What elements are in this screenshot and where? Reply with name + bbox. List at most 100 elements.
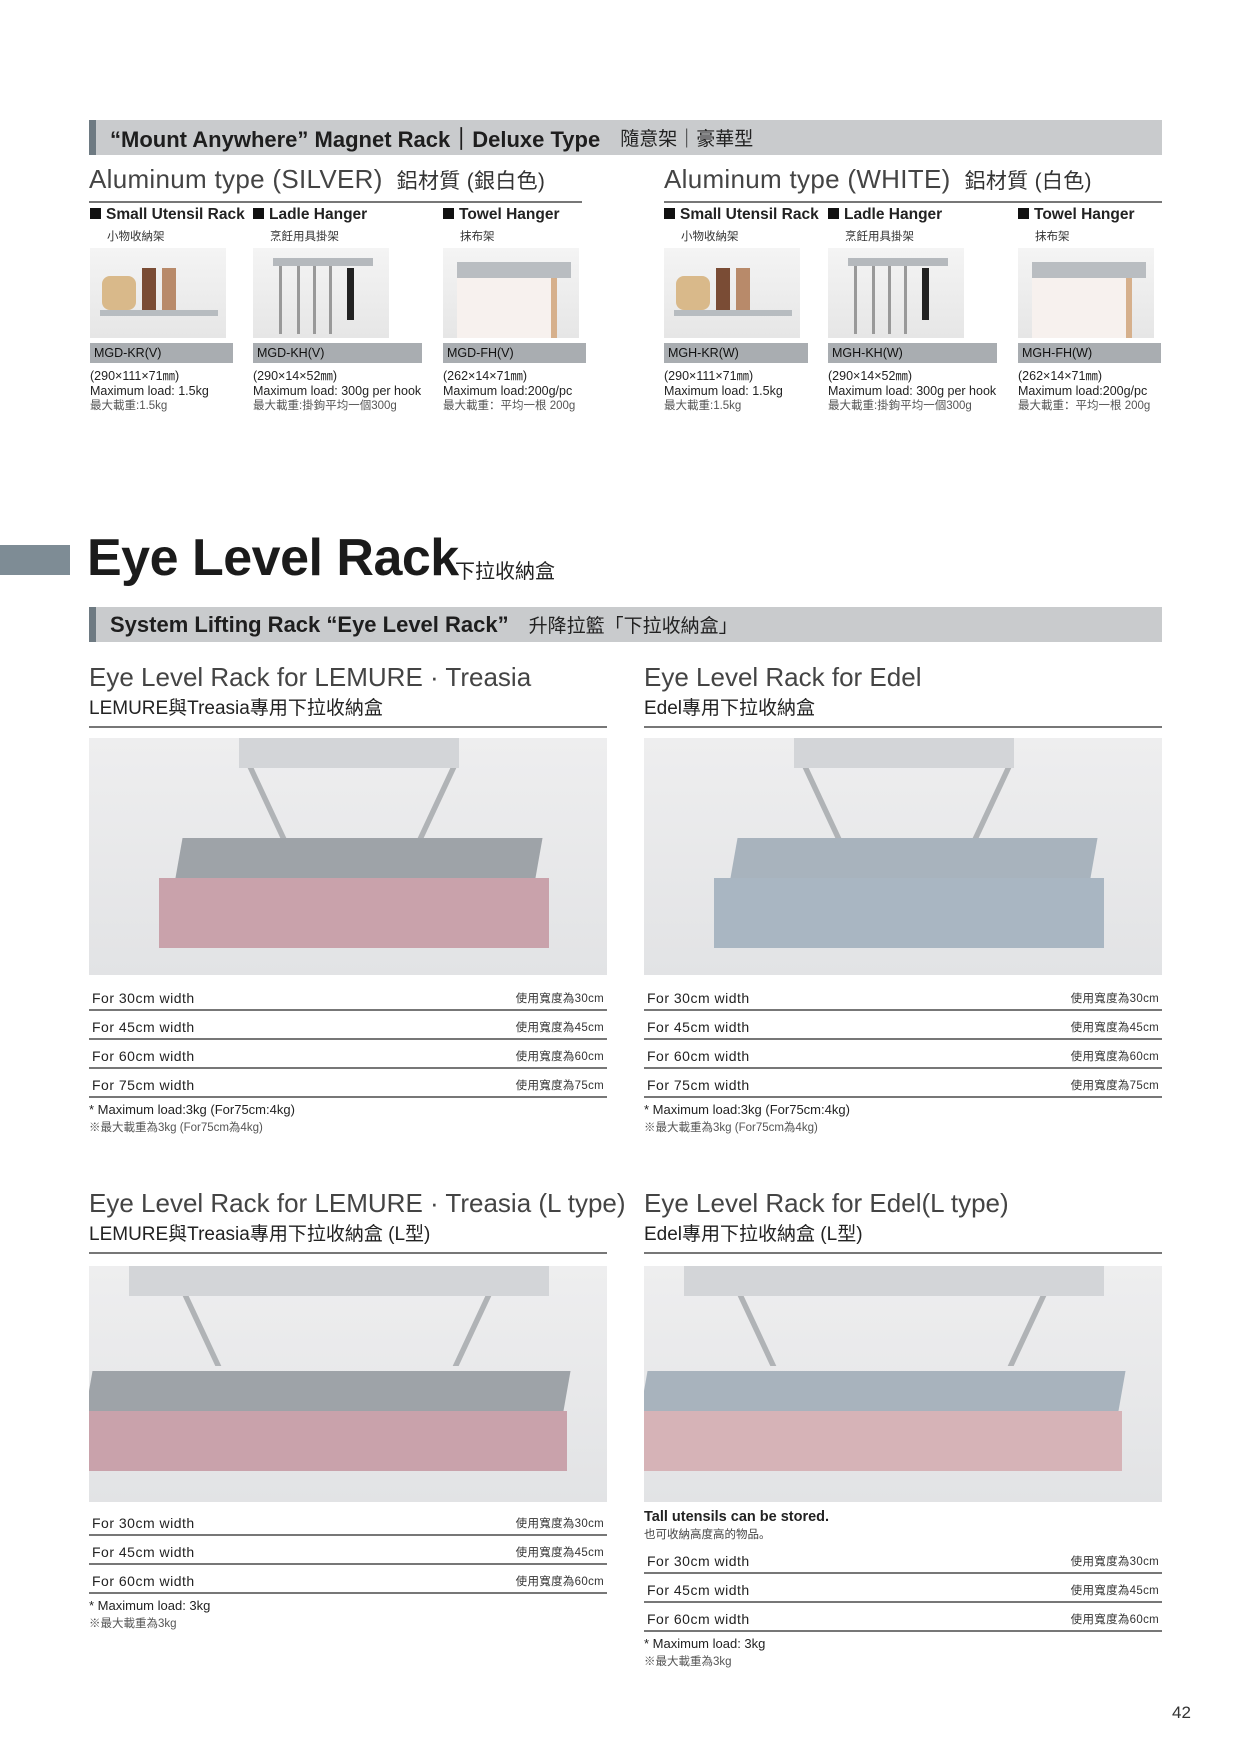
max-load: Maximum load: 300g per hook bbox=[828, 384, 997, 398]
max-load-note-zh: ※最大載重為3kg bbox=[89, 1618, 177, 1630]
dimensions: (290×14×52㎜) bbox=[828, 369, 913, 383]
cabinet-shape bbox=[794, 738, 1014, 768]
item-name: Ladle Hanger bbox=[253, 206, 367, 224]
spice-bottle-shape bbox=[716, 268, 730, 310]
lift-arm-shape bbox=[972, 768, 1012, 838]
utensil-shape bbox=[872, 266, 875, 334]
eye-level-header: System Lifting Rack “Eye Level Rack” 升降拉… bbox=[89, 607, 1162, 642]
rack-subtitle: Edel專用下拉收納盒 (L型) bbox=[644, 1224, 863, 1245]
max-load-zh: 最大載重：平均一根 200g bbox=[443, 400, 576, 412]
shelf-shape bbox=[674, 310, 792, 316]
tray-interior-shape bbox=[730, 838, 1098, 878]
page-number: 42 bbox=[1172, 1703, 1191, 1722]
rack-photo bbox=[89, 738, 607, 975]
wood-shape bbox=[551, 278, 557, 338]
size-row: For 45cm width 使用寬度為45cm bbox=[89, 1536, 607, 1565]
max-load-note: * Maximum load:3kg (For75cm:4kg) ※最大載重為3k… bbox=[644, 1101, 850, 1137]
product-photo bbox=[664, 248, 800, 338]
knife-shape bbox=[347, 268, 354, 320]
max-load-note-en: * Maximum load:3kg (For75cm:4kg) bbox=[89, 1102, 295, 1117]
page-heading: Eye Level Rack bbox=[87, 529, 459, 587]
max-load-note-zh: ※最大載重為3kg (For75cm為4kg) bbox=[89, 1122, 263, 1134]
size-label-zh: 使用寬度為45cm bbox=[515, 1022, 604, 1034]
towel-bar-shape bbox=[457, 262, 571, 278]
rack-subtitle: LEMURE與Treasia專用下拉收納盒 bbox=[89, 698, 383, 719]
magnet-rack-title-zh: 隨意架｜豪華型 bbox=[620, 129, 754, 150]
eye-level-subtitle: System Lifting Rack “Eye Level Rack” bbox=[110, 611, 509, 637]
section-heading: Aluminum type (WHITE)鋁材質 (白色) bbox=[664, 164, 1092, 195]
rack-photo bbox=[89, 1266, 607, 1502]
size-label: For 45cm width bbox=[92, 1544, 195, 1560]
lift-arm-shape bbox=[247, 768, 287, 838]
max-load-note-en: * Maximum load: 3kg bbox=[89, 1598, 211, 1613]
product-code: MGD-KH(V) bbox=[253, 343, 422, 363]
tray-front-shape bbox=[714, 878, 1104, 948]
rack-underline bbox=[644, 726, 1162, 728]
dimensions: (290×111×71㎜) bbox=[664, 369, 754, 383]
size-label-zh: 使用寬度為60cm bbox=[515, 1051, 604, 1063]
rack-underline bbox=[644, 1252, 1162, 1254]
knife-shape bbox=[922, 268, 929, 320]
dimensions: (290×14×52㎜) bbox=[253, 369, 338, 383]
page-heading-zh: 下拉收納盒 bbox=[455, 561, 555, 583]
section-heading-zh: 鋁材質 (銀白色) bbox=[396, 170, 546, 193]
item-name: Ladle Hanger bbox=[828, 206, 942, 224]
max-load-zh: 最大載重:掛鉤平均一個300g bbox=[253, 400, 397, 412]
utensil-shape bbox=[279, 266, 282, 334]
lift-arm-shape bbox=[737, 1296, 777, 1366]
size-label-zh: 使用寬度為60cm bbox=[1070, 1051, 1159, 1063]
size-label-zh: 使用寬度為45cm bbox=[1070, 1585, 1159, 1597]
item-name-zh: 烹飪用具掛架 bbox=[845, 231, 914, 243]
item-name-zh: 抹布架 bbox=[1035, 231, 1070, 243]
product-photo bbox=[1018, 248, 1154, 338]
jar-shape bbox=[102, 276, 136, 310]
lift-arm-shape bbox=[417, 768, 457, 838]
rack-photo bbox=[644, 738, 1162, 975]
size-label: For 60cm width bbox=[92, 1573, 195, 1589]
max-load-note: * Maximum load: 3kg ※最大載重為3kg bbox=[89, 1597, 210, 1633]
towel-shape bbox=[1032, 278, 1128, 338]
utensil-shape bbox=[904, 266, 907, 334]
size-label-zh: 使用寬度為75cm bbox=[515, 1080, 604, 1092]
utensil-shape bbox=[297, 266, 300, 334]
rack-underline bbox=[89, 726, 607, 728]
towel-shape bbox=[457, 278, 553, 338]
product-photo bbox=[253, 248, 389, 338]
wood-shape bbox=[1126, 278, 1132, 338]
max-load-note: * Maximum load:3kg (For75cm:4kg) ※最大載重為3k… bbox=[89, 1101, 295, 1137]
utensil-shape bbox=[888, 266, 891, 334]
rack-title: Eye Level Rack for Edel(L type) bbox=[644, 1188, 1009, 1218]
tray-interior-shape bbox=[644, 1371, 1126, 1411]
lift-arm-shape bbox=[1007, 1296, 1047, 1366]
max-load: Maximum load: 1.5kg bbox=[90, 384, 209, 398]
max-load-note-zh: ※最大載重為3kg (For75cm為4kg) bbox=[644, 1122, 818, 1134]
rack-subtitle: LEMURE與Treasia專用下拉收納盒 (L型) bbox=[89, 1224, 431, 1245]
rack-title: Eye Level Rack for LEMURE · Treasia bbox=[89, 662, 532, 692]
size-label: For 30cm width bbox=[647, 1553, 750, 1569]
item-name: Small Utensil Rack bbox=[90, 206, 245, 224]
rack-title: Eye Level Rack for LEMURE · Treasia (L t… bbox=[89, 1188, 626, 1218]
size-row: For 45cm width 使用寬度為45cm bbox=[644, 1574, 1162, 1603]
product-photo bbox=[828, 248, 964, 338]
heading-underline bbox=[89, 201, 582, 203]
utensil-shape bbox=[854, 266, 857, 334]
dimensions: (262×14×71㎜) bbox=[1018, 369, 1103, 383]
max-load-note-en: * Maximum load:3kg (For75cm:4kg) bbox=[644, 1102, 850, 1117]
tray-interior-shape bbox=[89, 1371, 571, 1411]
size-label-zh: 使用寬度為45cm bbox=[515, 1547, 604, 1559]
max-load-note-en: * Maximum load: 3kg bbox=[644, 1636, 766, 1651]
product-photo bbox=[443, 248, 579, 338]
size-label: For 45cm width bbox=[647, 1582, 750, 1598]
item-name-zh: 抹布架 bbox=[460, 231, 495, 243]
lift-arm-shape bbox=[802, 768, 842, 838]
